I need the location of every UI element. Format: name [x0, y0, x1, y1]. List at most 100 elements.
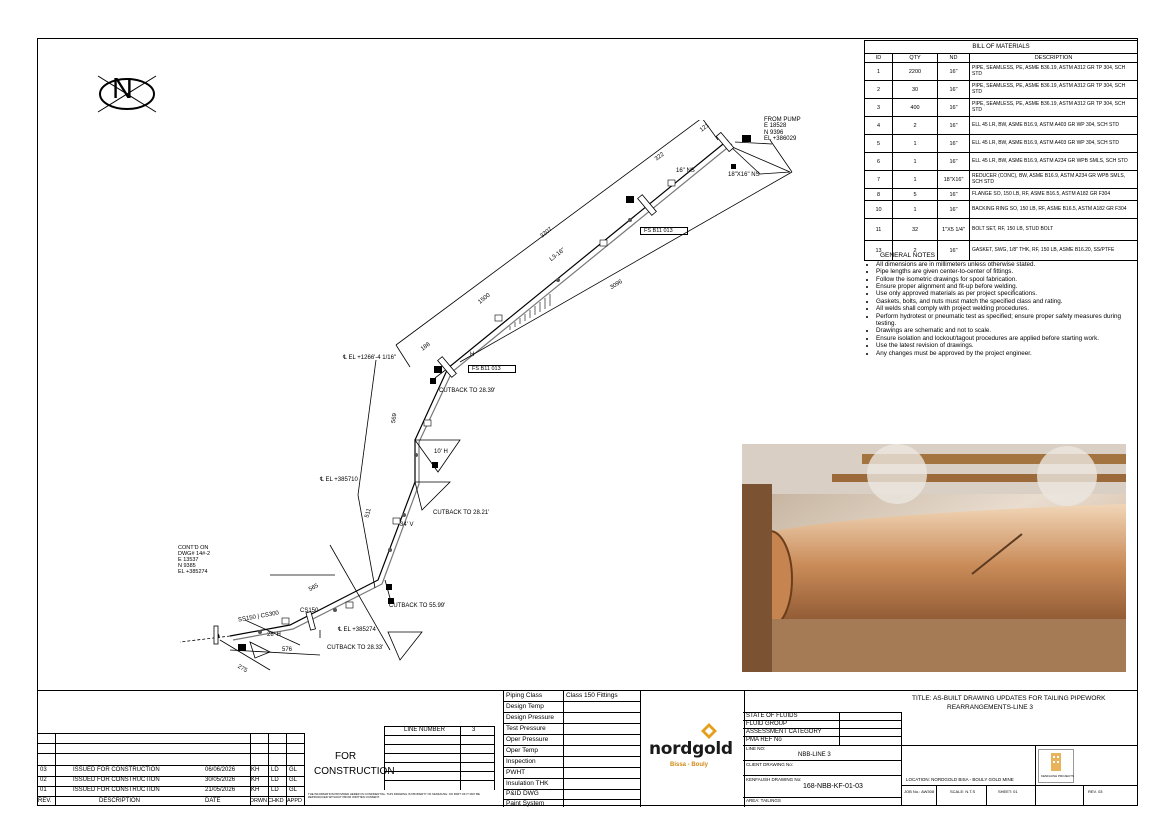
bom-header-description: DESCRIPTION [969, 53, 1138, 63]
piping-class-value: Class 150 Fittings [566, 692, 618, 699]
assessment-category-label: ASSESSMENT CATEGORY [746, 729, 822, 735]
cutback-3: CUTBACK TO 55.99' [389, 603, 446, 609]
tag-fs-b11-upper: FS B11 013 [640, 227, 688, 236]
general-notes: GENERAL NOTES All dimensions are in mill… [866, 252, 1136, 357]
for-construction-line2: CONSTRUCTION [314, 766, 395, 777]
note-item: All welds shall comply with project weld… [876, 305, 1136, 312]
weld-h-label: H [470, 352, 475, 358]
isometric-drawing [179, 120, 793, 671]
drawing-sheet [37, 38, 1138, 806]
location-label: LOCATION: NORDGOLD BISA - BOULY GOLD MIN… [906, 777, 1014, 782]
revision-number: REV. 03 [1088, 789, 1103, 794]
kenfaush-drawing-number: 168-NBB-KF-01-03 [803, 783, 863, 790]
note-item: Follow the isometric drawings for spool … [876, 276, 1136, 283]
pwht-label: PWHT [506, 769, 526, 776]
fluid-group-label: FLUID GROUP [746, 721, 788, 727]
bom-header-id: ID [864, 53, 893, 63]
paint-system-label: Paint System [506, 800, 545, 807]
note-item: Pipe lengths are given center-to-center … [876, 268, 1136, 275]
nordgold-logo-icon [701, 723, 717, 739]
ns16-label: 16" NS [676, 168, 695, 174]
note-item: Use the latest revision of drawings. [876, 342, 1136, 349]
line-no-label: LINE NO: [746, 746, 766, 751]
note-item: Ensure isolation and lockout/tagout proc… [876, 335, 1136, 342]
bill-of-materials: BILL OF MATERIALS ID QTY ND DESCRIPTION … [864, 40, 1138, 261]
client-logo-text: nordgold [649, 739, 733, 759]
tag-fs-b11-top: FS B11 013 [468, 365, 516, 374]
note-item: Gaskets, bolts, and nuts must match the … [876, 298, 1136, 305]
state-of-fluids-label: STATE OF FLUIDS [746, 713, 798, 719]
fluids-block: STATE OF FLUIDS FLUID GROUP ASSESSMENT C… [743, 712, 902, 806]
dim-576: 576 [282, 647, 293, 653]
elevation-mid: ℄ EL +385710 [320, 477, 358, 483]
notes-title: GENERAL NOTES [880, 252, 936, 259]
revision-table: 03 ISSUED FOR CONSTRUCTION 06/06/2026 KH… [37, 733, 305, 806]
insulation-thk-label: Insulation THK [506, 780, 549, 787]
elevation-bottom: ℄ EL +385274 [338, 627, 376, 633]
dim-10h: 10' H [434, 449, 448, 455]
piping-data-block: Piping Class Class 150 Fittings Design T… [503, 691, 640, 807]
bom-title: BILL OF MATERIALS [864, 40, 1138, 54]
note-item: Use only approved materials as per proje… [876, 290, 1136, 297]
oper-pressure-label: Oper Pressure [506, 736, 549, 743]
oper-temp-label: Oper Temp [506, 747, 539, 754]
piping-class-label: Piping Class [506, 692, 543, 699]
line-number-block: LINE NUMBER 3 [384, 726, 495, 790]
site-photo [742, 444, 1126, 672]
bom-header-nd: ND [937, 53, 970, 63]
company-logo-icon [1051, 753, 1061, 771]
kenfaush-drawing-label: KENFAUSH DRAWING No: [746, 777, 802, 782]
cutback-1: CUTBACK TO 28.39' [439, 388, 496, 394]
client-logo-subtitle: Bissa - Bouly [670, 762, 709, 768]
for-construction-line1: FOR [335, 751, 357, 762]
bom-header-qty: QTY [892, 53, 938, 63]
company-logo-box: KENFAUSH PROJECTS [1038, 749, 1074, 783]
design-pressure-label: Design Pressure [506, 714, 555, 721]
cutback-4: CUTBACK TO 28.33' [327, 645, 384, 651]
pma-ref-label: PMA REF No [746, 737, 782, 743]
note-item: Perform hydrotest or pneumatic test as s… [876, 313, 1136, 328]
drawing-title-line1: TITLE: AS-BUILT DRAWING UPDATES FOR TAIL… [912, 695, 1106, 702]
dim-34v: 34' V [400, 522, 414, 528]
reducer-label: 18"X16" NS [728, 172, 760, 178]
confidentiality-note: THE INFORMATION PROVIDED HEREIN IS CONFI… [308, 792, 480, 800]
test-pressure-label: Test Pressure [506, 725, 546, 732]
dim-28h: 28' H [267, 632, 281, 638]
job-number: JOB No.: AW308 [904, 789, 935, 794]
spec-break-cs150: CS150 [300, 608, 319, 614]
design-temp-label: Design Temp [506, 703, 544, 710]
area-label: AREA: TAILINGS [746, 798, 781, 803]
note-item: Any changes must be approved by the proj… [876, 350, 1136, 357]
line-no-value: NBB-LINE 3 [798, 752, 831, 758]
titleblock-top-rule [37, 690, 1138, 691]
pid-dwg-label: P&ID DWG [506, 790, 539, 797]
cutback-2: CUTBACK TO 28.21' [433, 510, 490, 516]
scale: SCALE: N.T.S [950, 789, 976, 794]
elevation-top: ℄ EL +1266'-4 1/16" [343, 355, 397, 361]
note-item: All dimensions are in millimeters unless… [876, 261, 1136, 268]
dim-569: 569 [391, 412, 399, 424]
client-drawing-label: CLIENT DRAWING No: [746, 762, 794, 767]
client-logo-block [640, 691, 745, 807]
note-item: Drawings are schematic and not to scale. [876, 327, 1136, 334]
line-number-label: LINE NUMBER [404, 727, 446, 733]
title-block: TITLE: AS-BUILT DRAWING UPDATES FOR TAIL… [902, 691, 1138, 806]
north-label: N [112, 73, 133, 105]
inspection-label: Inspection [506, 758, 536, 765]
north-arrow-icon [97, 75, 157, 113]
line-number-value: 3 [472, 727, 476, 733]
sheet-number: SHEET: 01 [998, 789, 1018, 794]
